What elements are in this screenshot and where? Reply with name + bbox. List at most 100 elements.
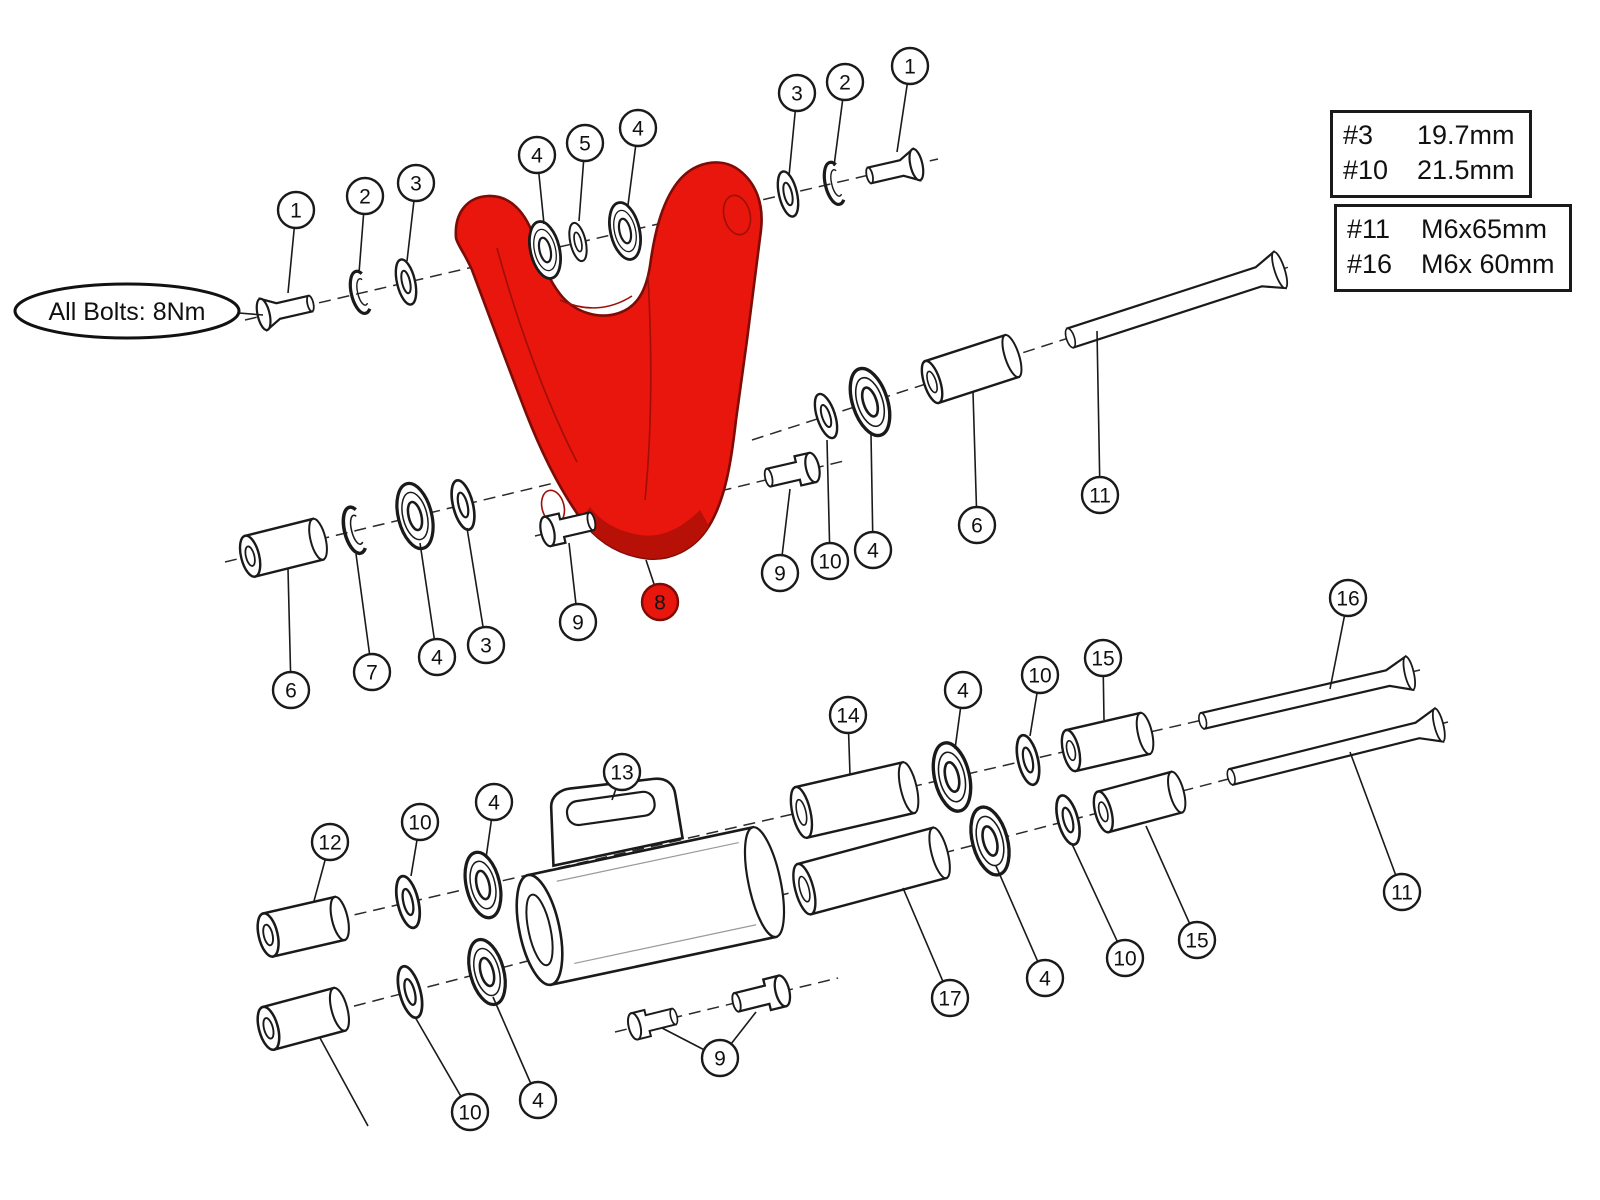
callout-number: 5 [579, 133, 591, 156]
leader-line [627, 145, 637, 206]
callout-number: 16 [1336, 588, 1359, 611]
part-dimension: 19.7mm [1417, 120, 1515, 150]
callout-number: 11 [1391, 882, 1413, 905]
washer [809, 390, 843, 442]
dimension-row: #3 19.7mm [1343, 118, 1515, 153]
countersunk-bolt [861, 146, 927, 193]
callout-balloon-14: 14 [828, 695, 868, 735]
callout-balloon-3: 3 [466, 625, 506, 665]
callout-balloon-11: 11 [1080, 475, 1120, 515]
pivot-bolt [727, 972, 794, 1020]
callout-number: 9 [774, 563, 786, 586]
leader-line [287, 227, 296, 294]
callout-number: 4 [957, 680, 969, 703]
dimension-row: #16 M6x 60mm [1347, 247, 1555, 282]
callout-number: 1 [904, 56, 916, 79]
callout-balloon-5: 5 [565, 123, 605, 163]
pivot-axle-bolt [1064, 250, 1289, 349]
leader-line [954, 707, 962, 750]
callout-balloon-9: 9 [558, 602, 598, 642]
long-bolt [1226, 706, 1446, 786]
leader-line [661, 1027, 705, 1051]
part-ref: #10 [1343, 155, 1389, 185]
washer [445, 476, 481, 534]
callout-number: 1 [290, 200, 302, 223]
torque-note-text: All Bolts: 8Nm [49, 298, 206, 326]
leader-line [410, 839, 418, 877]
callout-balloon-11: 11 [1382, 872, 1422, 912]
callout-balloon-3: 3 [777, 73, 817, 113]
callout-balloon-15: 15 [1083, 638, 1123, 678]
spacer-sleeve [792, 826, 951, 916]
spacer-sleeve [920, 333, 1023, 405]
callout-balloon-6: 6 [271, 670, 311, 710]
callout-number: 12 [318, 832, 341, 855]
callout-balloon-4: 4 [1025, 958, 1065, 998]
callout-balloon-9: 9 [700, 1038, 740, 1078]
barrel-bolt [252, 893, 354, 960]
callout-balloon-4: 4 [474, 782, 514, 822]
leader-line [847, 732, 851, 776]
torque-note: All Bolts: 8Nm [13, 282, 264, 340]
barrel-bolt [252, 984, 355, 1054]
callout-number: 4 [1039, 968, 1051, 991]
callout-number: 4 [431, 647, 443, 670]
leader-line [781, 488, 791, 556]
callout-balloon-13: 13 [602, 752, 642, 792]
countersunk-bolt [253, 286, 319, 333]
callout-number: 10 [458, 1102, 481, 1125]
bearing [460, 933, 514, 1011]
circlip [819, 159, 847, 209]
leader-line [902, 887, 944, 982]
callout-number: 6 [971, 515, 983, 538]
callout-number: 8 [654, 592, 666, 615]
bearing [925, 737, 979, 817]
spacer-sleeve [789, 760, 920, 840]
long-bolt [1198, 654, 1417, 730]
callout-balloon-1: 1 [890, 46, 930, 86]
part-dimension: 21.5mm [1417, 155, 1515, 185]
leader-line [492, 996, 532, 1084]
part-ref: #16 [1347, 249, 1393, 279]
leader-line [578, 160, 585, 222]
part-dimension: M6x 60mm [1421, 249, 1555, 279]
callout-number: 3 [480, 635, 492, 658]
callout-number: 11 [1089, 485, 1111, 508]
spacer-sleeve [1092, 770, 1187, 834]
callout-balloon-4: 4 [943, 670, 983, 710]
leader-line [833, 99, 844, 167]
callout-number: 9 [572, 612, 584, 635]
leader-line [406, 200, 415, 262]
washer [772, 168, 804, 220]
leader-line [358, 213, 365, 274]
part-ref: #3 [1343, 120, 1374, 150]
lower-link-body [515, 777, 786, 987]
callout-balloon-8: 8 [640, 582, 680, 622]
callout-number: 10 [1113, 948, 1136, 971]
callout-number: 17 [938, 988, 961, 1011]
leader-line [645, 559, 656, 586]
dimension-note-box-top: #3 19.7mm #10 21.5mm [1330, 110, 1532, 198]
leader-line [568, 542, 577, 605]
callout-number: 14 [836, 705, 860, 728]
leader-line [1349, 751, 1397, 876]
callout-balloon-2: 2 [345, 176, 385, 216]
callout-balloon-10: 10 [400, 802, 440, 842]
leader-line [319, 1037, 369, 1127]
leader-line [1096, 330, 1101, 478]
callout-balloon-2: 2 [825, 62, 865, 102]
washer [1011, 731, 1045, 789]
callout-number: 4 [488, 792, 500, 815]
pivot-bolt [624, 1001, 682, 1042]
bearing [602, 198, 648, 264]
leader-line [414, 1016, 462, 1097]
callout-number: 3 [791, 83, 803, 106]
leader-line [485, 819, 493, 859]
callout-balloon-9: 9 [760, 553, 800, 593]
callout-balloon-10: 10 [1020, 655, 1060, 695]
